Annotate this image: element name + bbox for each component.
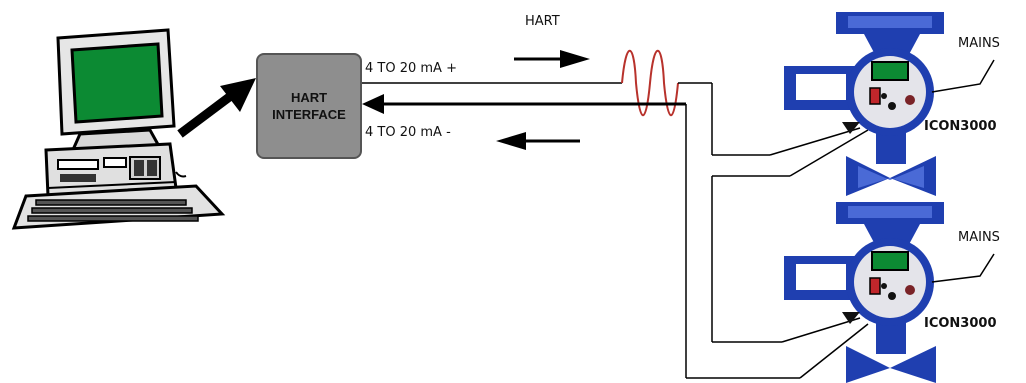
signal-plus-label: 4 TO 20 mA + [365,61,457,76]
loop-wiring [711,127,869,379]
pc-to-interface-arrow [177,78,256,138]
hart-interface-box: HART INTERFACE [256,53,362,159]
mains-label-2: MAINS [958,230,1000,245]
valve-actuator-icon [784,12,944,196]
mains-leader-lines [931,59,995,283]
valve-actuator-icon [784,202,944,383]
signal-minus-label: 4 TO 20 mA - [365,125,451,140]
model-label-1: ICON3000 [924,119,997,134]
hart-label: HART [525,14,560,29]
mains-label-1: MAINS [958,36,1000,51]
signal-line-minus [362,94,800,379]
interface-title-line2: INTERFACE [272,107,346,122]
model-label-2: ICON3000 [924,316,997,331]
personal-computer-icon [11,28,226,230]
signal-line-plus [362,49,770,156]
return-direction-arrow [496,132,580,150]
interface-title-line1: HART [290,90,328,105]
hart-direction-arrow [514,50,590,68]
